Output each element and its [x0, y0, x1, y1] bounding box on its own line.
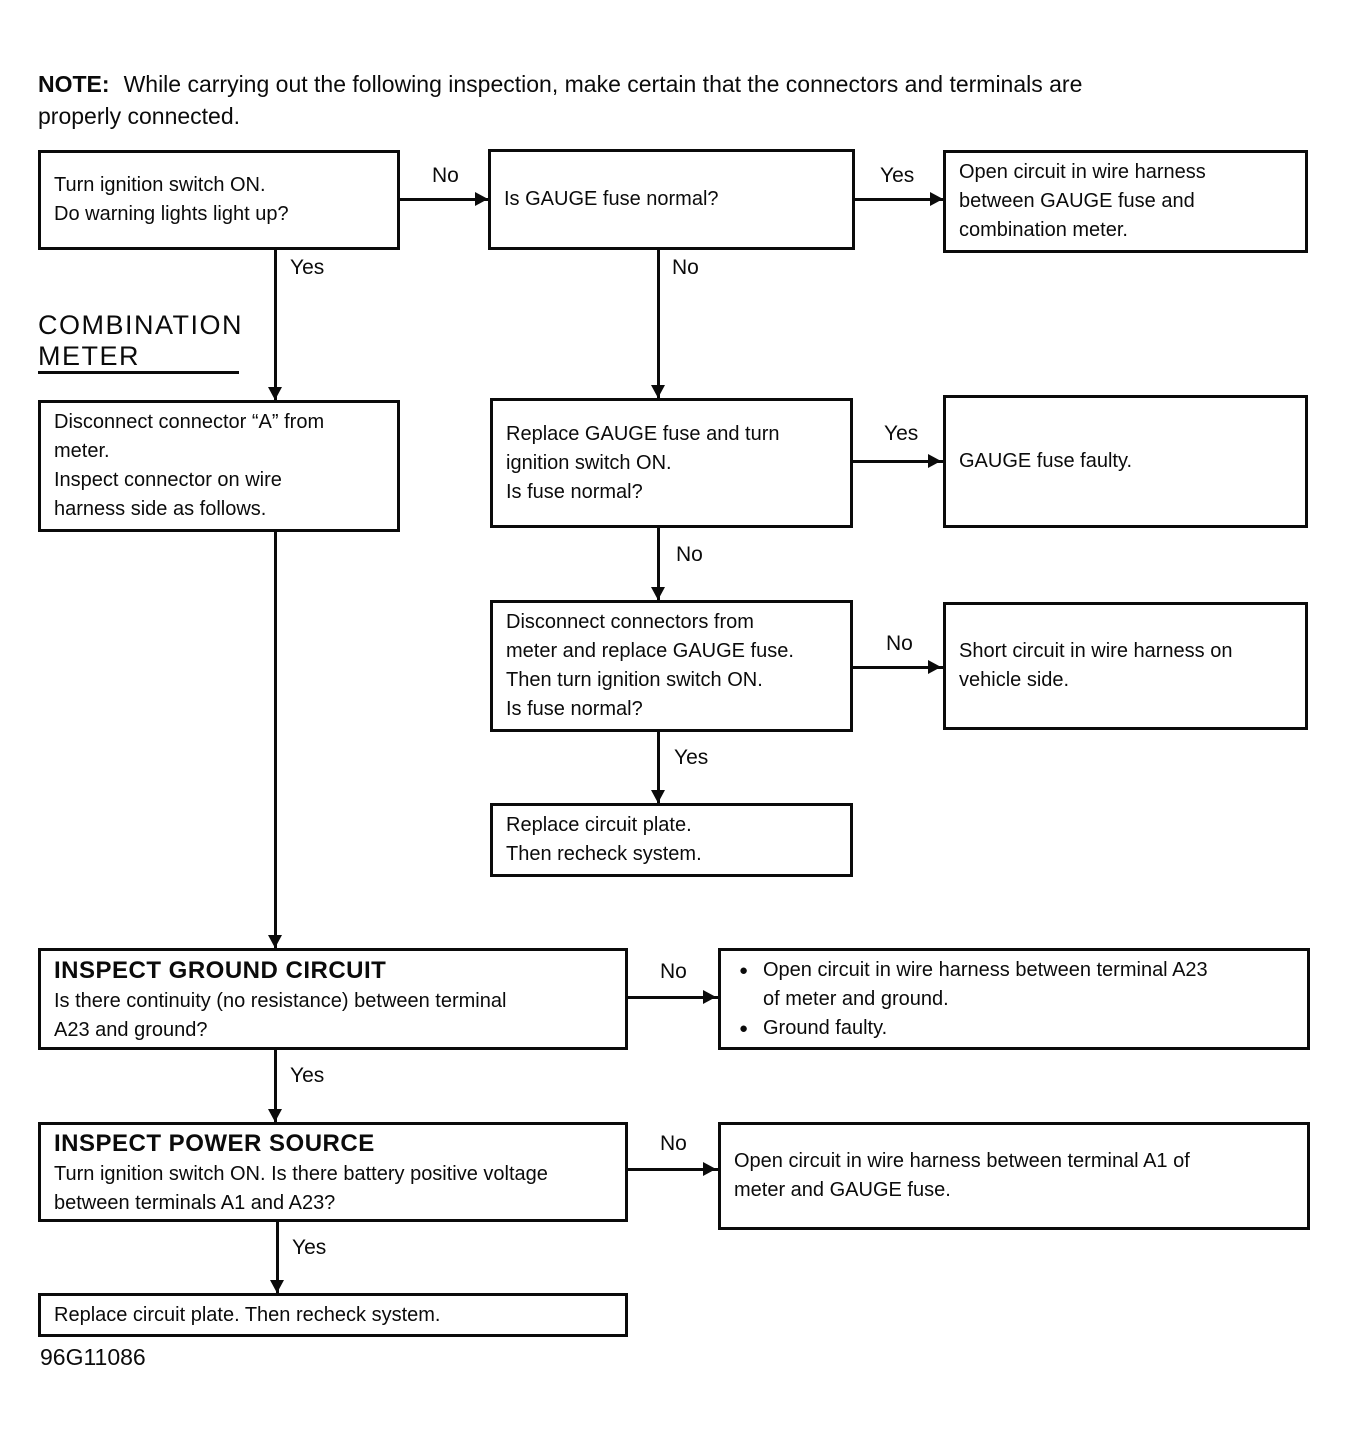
arrow-right-icon: [930, 192, 943, 206]
arrow-down-icon: [270, 1280, 284, 1293]
box-replace-gauge-fuse: Replace GAUGE fuse and turn ignition swi…: [490, 398, 853, 528]
edge-label-yes-fuse-to-opencircuit: Yes: [880, 164, 915, 187]
box-text: Turn ignition switch ON. Do warning ligh…: [54, 174, 289, 225]
arrow-down-icon: [651, 385, 665, 398]
box-short-circuit-vehicle-side: Short circuit in wire harness on vehicle…: [943, 602, 1308, 730]
edge-power-to-final-line: [276, 1222, 279, 1293]
bullet-text: Ground faulty.: [763, 1016, 888, 1039]
edge-label-no-power-to-result: No: [660, 1132, 687, 1155]
arrow-down-icon: [268, 387, 282, 400]
figure-id: 96G11086: [40, 1344, 146, 1370]
arrow-right-icon: [475, 192, 488, 206]
edge-label-no-ignition-to-fuse: No: [432, 164, 459, 187]
box-title: INSPECT GROUND CIRCUIT: [54, 956, 387, 984]
edge-label-yes-power-down: Yes: [292, 1236, 327, 1259]
box-text: Short circuit in wire harness on vehicle…: [959, 640, 1233, 691]
bullet-item: ● Ground faulty.: [731, 1014, 1294, 1043]
box-gauge-fuse-normal: Is GAUGE fuse normal?: [488, 149, 855, 250]
box-text: Open circuit in wire harness between ter…: [734, 1150, 1190, 1201]
box-inspect-power-source: INSPECT POWER SOURCE Turn ignition switc…: [38, 1122, 628, 1222]
note-label: NOTE:: [38, 71, 110, 97]
box-text: Is GAUGE fuse normal?: [504, 188, 719, 210]
edge-label-no-fuse-down: No: [672, 256, 699, 279]
edge-label-no-disconnect-to-short: No: [886, 632, 913, 655]
box-text: GAUGE fuse faulty.: [959, 450, 1133, 472]
section-heading: COMBINATION METER: [38, 310, 243, 371]
bullet-text: Open circuit in wire harness between ter…: [763, 958, 1208, 1010]
box-open-circuit-a1-to-fuse: Open circuit in wire harness between ter…: [718, 1122, 1310, 1230]
box-open-circuit-fuse-to-meter: Open circuit in wire harness between GAU…: [943, 150, 1308, 253]
arrow-down-icon: [268, 1109, 282, 1122]
box-replace-circuit-plate-final: Replace circuit plate. Then recheck syst…: [38, 1293, 628, 1337]
edge-ignition-to-fuse-line: [400, 198, 488, 201]
edge-label-no-ground-to-result: No: [660, 960, 687, 983]
heading-underline: [38, 371, 239, 374]
box-text: Open circuit in wire harness between GAU…: [959, 161, 1206, 241]
box-inspect-ground-circuit: INSPECT GROUND CIRCUIT Is there continui…: [38, 948, 628, 1050]
box-text: Disconnect connectors from meter and rep…: [506, 611, 794, 720]
box-text: Turn ignition switch ON. Is there batter…: [54, 1162, 548, 1214]
arrow-down-icon: [268, 935, 282, 948]
bullet-icon: ●: [739, 961, 749, 979]
bullet-item: ● Open circuit in wire harness between t…: [731, 956, 1294, 1014]
arrow-right-icon: [928, 454, 941, 468]
arrow-right-icon: [928, 660, 941, 674]
edge-ground-to-power-line: [274, 1050, 277, 1122]
arrow-down-icon: [651, 790, 665, 803]
box-ground-circuit-results: ● Open circuit in wire harness between t…: [718, 948, 1310, 1050]
note-text: While carrying out the following inspect…: [38, 71, 1083, 129]
edge-replace-to-disconnect-line: [657, 528, 660, 600]
edge-label-yes-disconnect-down: Yes: [674, 746, 709, 769]
box-text: Replace GAUGE fuse and turn ignition swi…: [506, 422, 780, 503]
box-text: Disconnect connector “A” from meter. Ins…: [54, 411, 325, 520]
edge-power-to-result-line: [628, 1168, 718, 1171]
arrow-down-icon: [651, 587, 665, 600]
edge-fuse-to-opencircuit-line: [855, 198, 943, 201]
edge-label-yes-ignition-down: Yes: [290, 256, 325, 279]
box-disconnect-connector-a: Disconnect connector “A” from meter. Ins…: [38, 400, 400, 532]
box-text: Replace circuit plate. Then recheck syst…: [506, 814, 702, 865]
edge-label-yes-replace-to-faulty: Yes: [884, 422, 919, 445]
box-replace-circuit-plate: Replace circuit plate. Then recheck syst…: [490, 803, 853, 877]
bullet-icon: ●: [739, 1019, 749, 1037]
edge-disconnect-to-replaceplate-line: [657, 732, 660, 803]
arrow-right-icon: [703, 1162, 716, 1176]
box-title: INSPECT POWER SOURCE: [54, 1129, 375, 1157]
edge-label-no-replace-down: No: [676, 543, 703, 566]
edge-ignition-to-disconnect-line: [274, 250, 277, 400]
box-disconnect-connectors-replace-fuse: Disconnect connectors from meter and rep…: [490, 600, 853, 732]
box-ignition-warning: Turn ignition switch ON. Do warning ligh…: [38, 150, 400, 250]
box-gauge-fuse-faulty: GAUGE fuse faulty.: [943, 395, 1308, 528]
box-text: Replace circuit plate. Then recheck syst…: [54, 1303, 441, 1326]
edge-disconnect-to-short-line: [853, 666, 943, 669]
arrow-right-icon: [703, 990, 716, 1004]
edge-label-yes-ground-down: Yes: [290, 1064, 325, 1087]
edge-ground-to-result-line: [628, 996, 718, 999]
edge-fuse-to-replace-line: [657, 250, 660, 398]
box-text: Is there continuity (no resistance) betw…: [54, 989, 507, 1041]
edge-replace-to-faulty-line: [853, 460, 943, 463]
edge-connector-a-to-ground-line: [274, 532, 277, 948]
note: NOTE:While carrying out the following in…: [38, 68, 1328, 132]
